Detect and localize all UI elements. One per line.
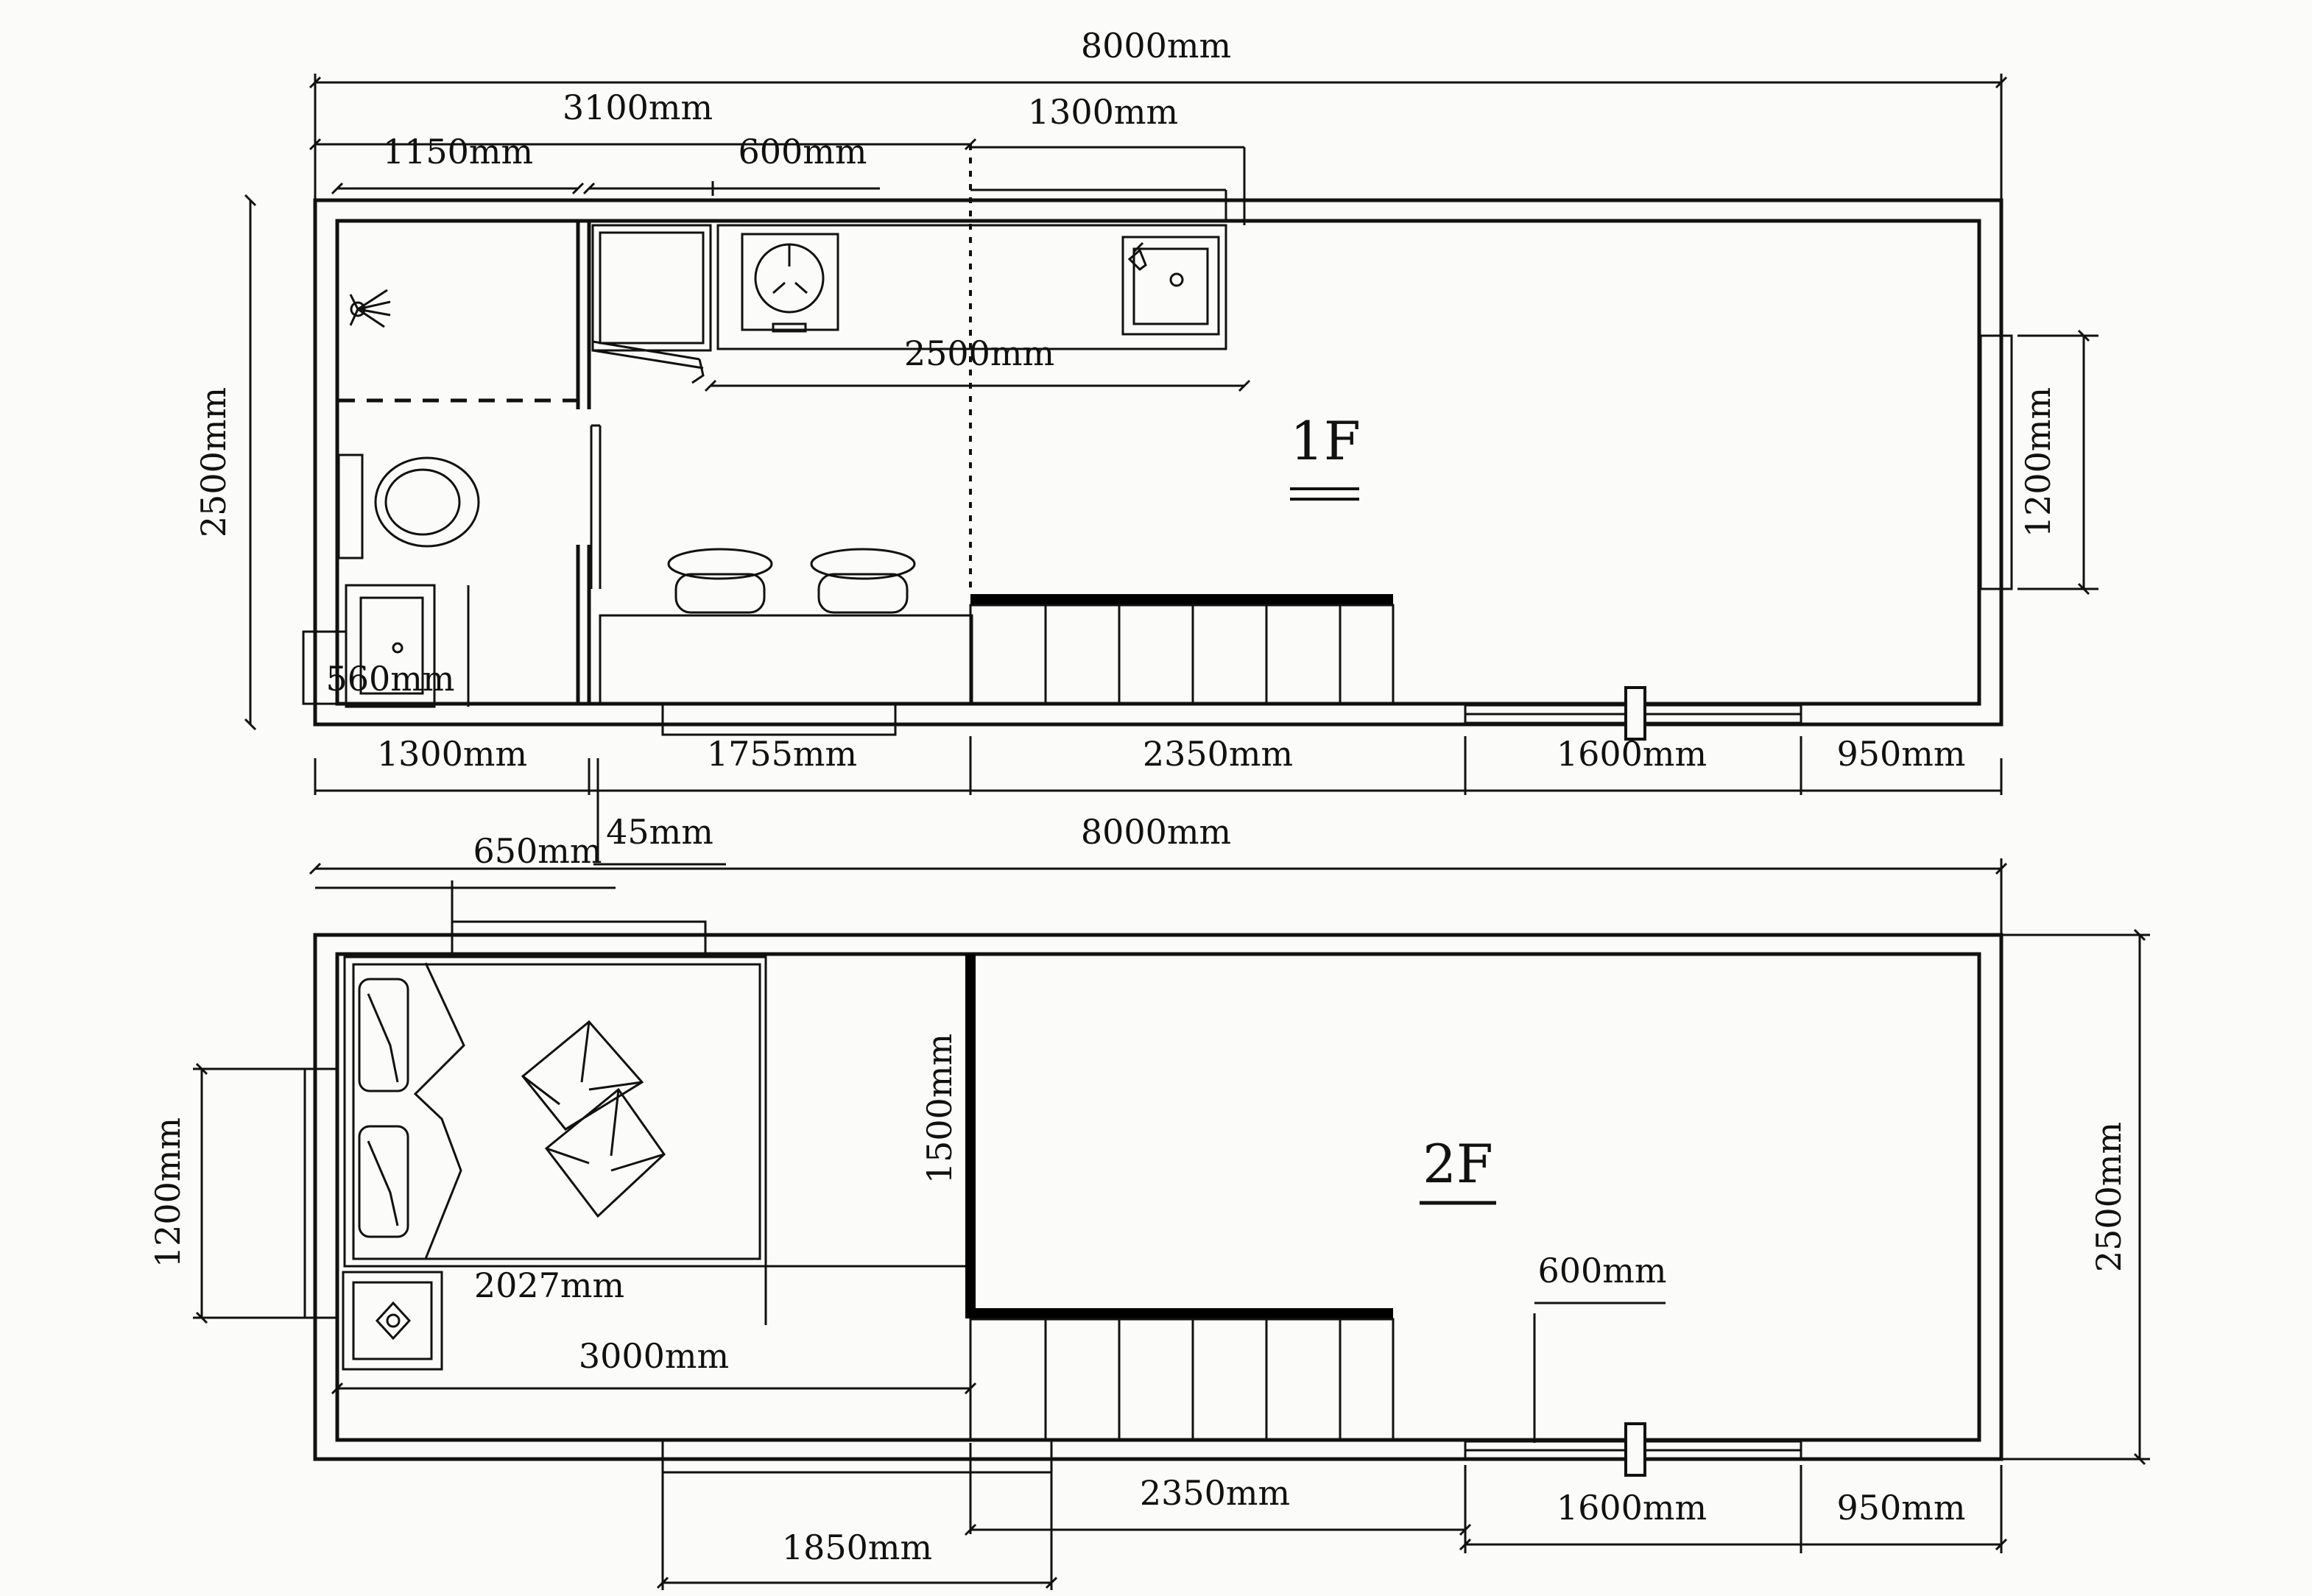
sliding-door-1f	[1464, 686, 1802, 741]
first-floor-outer-wall	[313, 198, 2003, 727]
window-2f-bottom	[661, 1438, 1053, 1474]
dim-2f-depth: 2500mm	[2089, 1122, 2129, 1272]
dim-2f-total: 8000mm	[1081, 812, 1231, 852]
second-floor-plan: 2F	[303, 920, 2003, 1477]
vanity-sink-icon	[302, 584, 436, 708]
second-floor-outer-wall	[313, 933, 2003, 1461]
dim-2f-loft-length: 3000mm	[579, 1336, 729, 1376]
dim-1f-total: 8000mm	[1081, 26, 1231, 66]
dim-2f-bed-head: 650mm	[473, 831, 602, 871]
floor-label-2f: 2F	[1423, 1133, 1493, 1195]
dim-2f-bottom-end: 950mm	[1836, 1488, 1965, 1528]
dim-2f-bottom-stairs: 2350mm	[1140, 1473, 1290, 1513]
dim-2f-bed-length: 2027mm	[474, 1265, 624, 1305]
window-2f-side	[303, 1067, 339, 1319]
pillow-icon	[521, 1020, 666, 1218]
dim-1f-bath-width: 1150mm	[383, 132, 533, 172]
window-1f-end	[1979, 334, 2013, 590]
sliding-door-2f	[1464, 1422, 1802, 1477]
dim-1f-bottom-partition: 45mm	[606, 812, 713, 852]
loft-edge	[965, 954, 1393, 1318]
dim-1f-counter: 2500mm	[904, 333, 1054, 373]
bed-icon	[343, 956, 767, 1268]
window-1f-bottom	[661, 702, 897, 736]
dim-1f-bottom-dining: 1755mm	[707, 734, 857, 774]
dim-1f-fridge: 600mm	[738, 132, 867, 172]
floor-label-1f: 1F	[1290, 410, 1361, 472]
dim-1f-end-window: 1200mm	[2018, 387, 2058, 537]
staircase-1f	[969, 594, 1395, 705]
dim-1f-living-zone: 3100mm	[563, 88, 713, 127]
staircase-2f	[969, 1318, 1395, 1441]
dimensions-2f: 8000mm 650mm 2500mm 1200mm 2027mm 1500mm…	[148, 812, 2150, 1590]
first-floor-plan: 1F	[302, 144, 2013, 741]
dim-1f-vanity: 560mm	[325, 659, 454, 699]
dim-2f-bottom-window: 1850mm	[782, 1528, 932, 1567]
dim-2f-side-window: 1200mm	[148, 1117, 188, 1268]
dim-1f-bottom-bath: 1300mm	[377, 734, 527, 774]
chair-icon	[810, 548, 916, 614]
dining-table	[599, 614, 973, 705]
washing-machine-icon	[741, 233, 839, 333]
dim-2f-loft-width: 1500mm	[920, 1034, 959, 1184]
dim-1f-bottom-door: 1600mm	[1557, 734, 1707, 774]
dim-1f-bottom-stairs: 2350mm	[1143, 734, 1293, 774]
first-floor-inner-wall	[335, 219, 1981, 706]
dim-1f-kitchen: 1300mm	[1028, 92, 1178, 132]
dimensions-1f: 8000mm 3100mm 1300mm 1150mm 600mm 2500mm…	[194, 26, 2098, 866]
dim-1f-bottom-end: 950mm	[1836, 734, 1965, 774]
dim-1f-depth: 2500mm	[194, 387, 233, 537]
toilet-icon	[337, 453, 480, 559]
chair-icon	[667, 548, 773, 614]
dim-2f-bottom-door: 1600mm	[1557, 1488, 1707, 1528]
shower-head-icon	[349, 289, 391, 328]
window-2f-top	[451, 920, 707, 956]
nightstand-icon	[342, 1271, 443, 1371]
fridge-icon	[591, 224, 712, 384]
dim-2f-rail: 600mm	[1537, 1251, 1666, 1290]
